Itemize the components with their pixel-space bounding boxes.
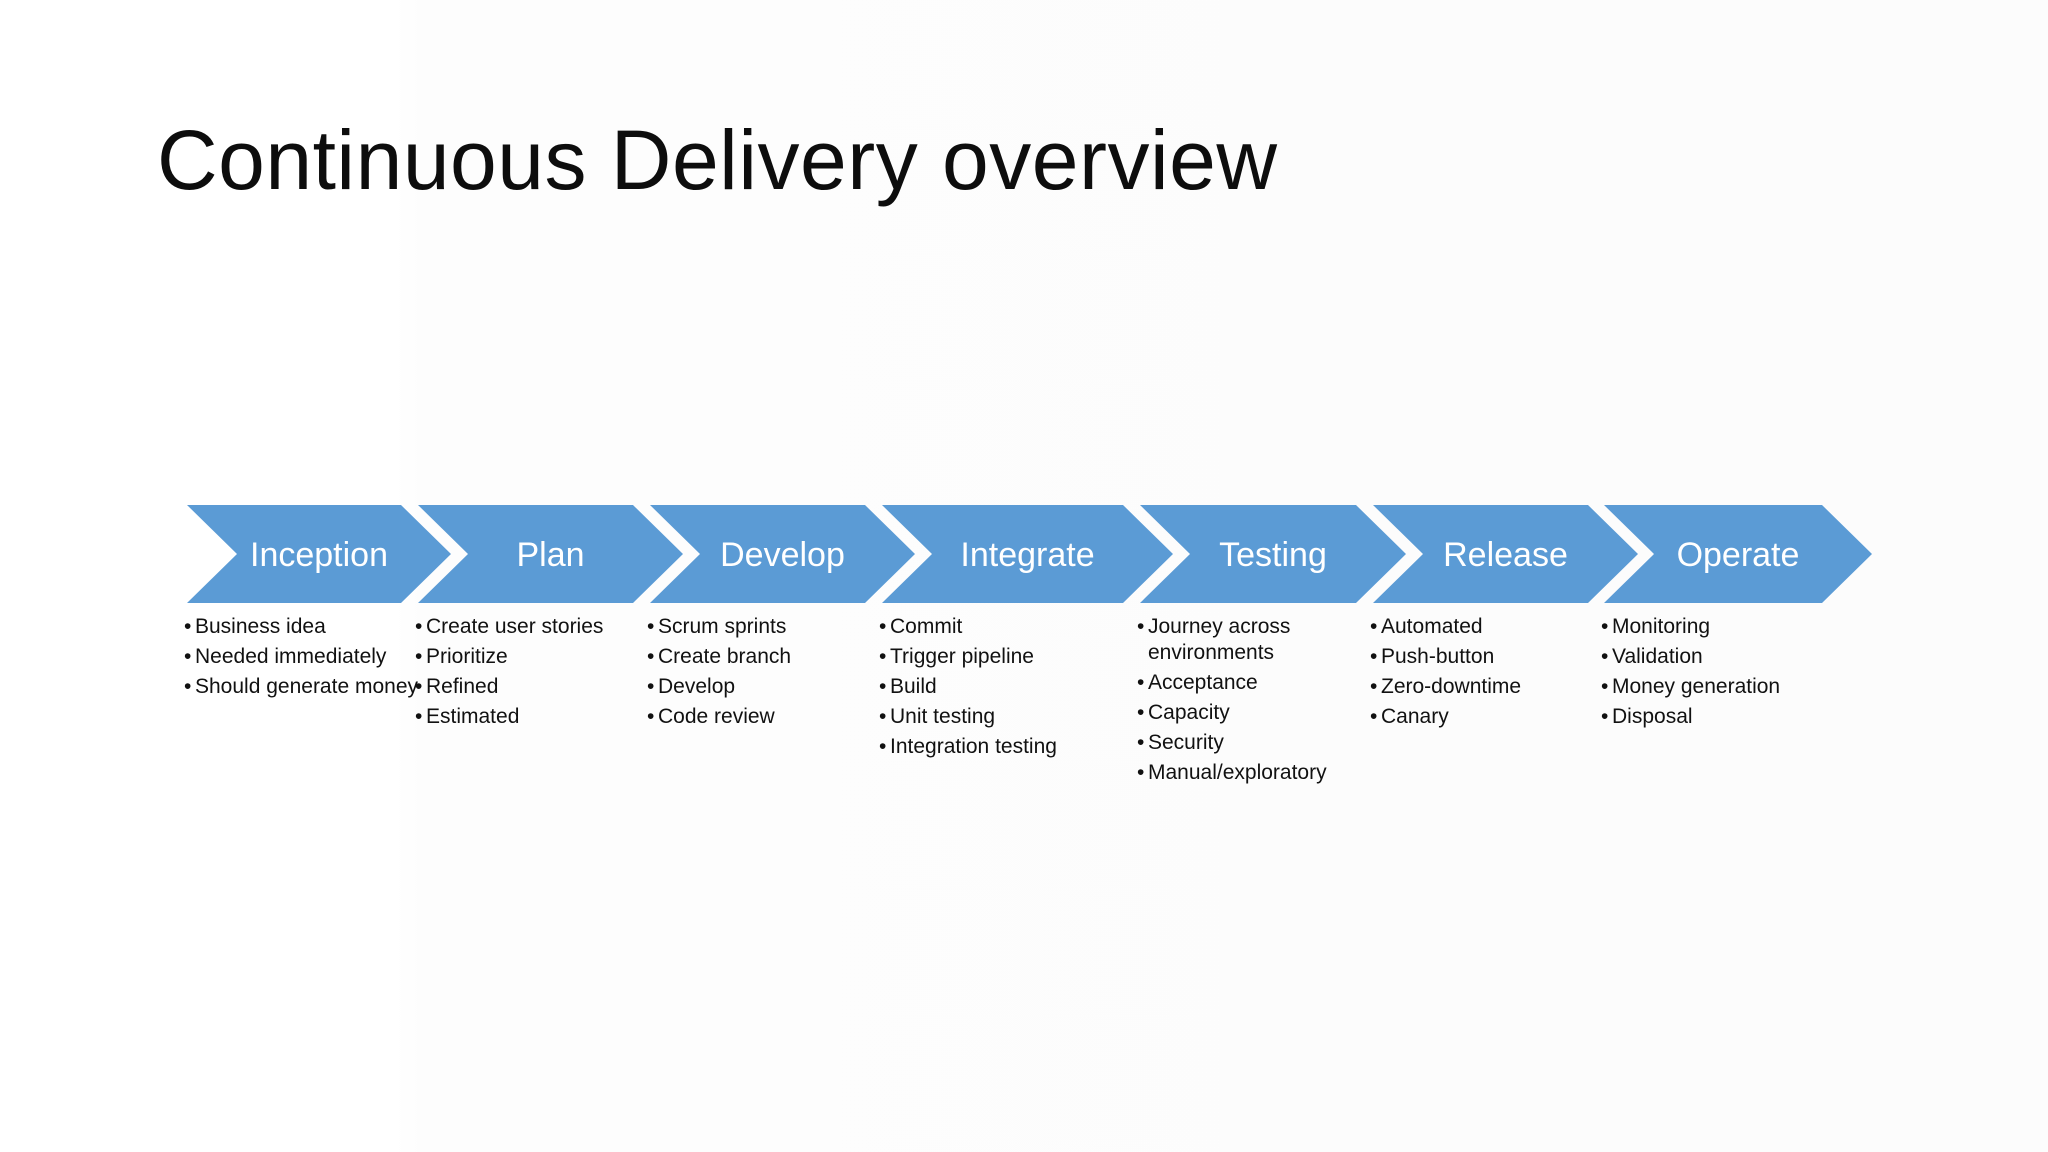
chevron-integrate [882,505,1173,603]
stage-label-integrate: Integrate [960,536,1094,574]
bullet-item: Create user stories [415,614,650,640]
bullet-item: Prioritize [415,644,650,670]
bullet-item: Journey across environments [1137,614,1373,666]
stage-label-plan: Plan [516,536,584,574]
bullet-item: Commit [879,614,1140,640]
bullet-item: Trigger pipeline [879,644,1140,670]
bullet-item: Zero-downtime [1370,674,1605,700]
bullet-item: Security [1137,730,1373,756]
bullet-item: Disposal [1601,704,1839,730]
bullet-item: Integration testing [879,734,1140,760]
stage-label-operate: Operate [1677,536,1800,574]
bullet-list-integrate: CommitTrigger pipelineBuildUnit testingI… [879,614,1140,764]
bullet-item: Capacity [1137,700,1373,726]
slide-title: Continuous Delivery overview [157,113,1278,207]
bullet-item: Refined [415,674,650,700]
bullet-list-develop: Scrum sprintsCreate branchDevelopCode re… [647,614,882,734]
chevron-release [1373,505,1638,603]
bullet-item: Canary [1370,704,1605,730]
bullet-item: Business idea [184,614,418,640]
chevron-operate [1604,505,1872,603]
stage-label-develop: Develop [720,536,845,574]
bullet-item: Money generation [1601,674,1839,700]
bullet-list-release: AutomatedPush-buttonZero-downtimeCanary [1370,614,1605,734]
bullet-item: Scrum sprints [647,614,882,640]
bullet-item: Code review [647,704,882,730]
bullet-list-operate: MonitoringValidationMoney generationDisp… [1601,614,1839,734]
chevron-develop [650,505,915,603]
bullet-item: Create branch [647,644,882,670]
stage-label-testing: Testing [1219,536,1327,574]
bullet-item: Acceptance [1137,670,1373,696]
chevron-inception [187,505,451,603]
chevron-testing [1140,505,1406,603]
bullet-item: Manual/exploratory [1137,760,1373,786]
bullet-item: Push-button [1370,644,1605,670]
stage-label-release: Release [1443,536,1568,574]
bullet-item: Develop [647,674,882,700]
bullet-item: Unit testing [879,704,1140,730]
bullet-item: Monitoring [1601,614,1839,640]
bullet-list-inception: Business ideaNeeded immediatelyShould ge… [184,614,418,704]
bullet-item: Build [879,674,1140,700]
bullet-item: Should generate money [184,674,418,700]
chevron-plan [418,505,683,603]
bullet-item: Validation [1601,644,1839,670]
stage-label-inception: Inception [250,536,388,574]
bullet-item: Needed immediately [184,644,418,670]
bullet-item: Estimated [415,704,650,730]
bullet-list-plan: Create user storiesPrioritizeRefinedEsti… [415,614,650,734]
bullet-item: Automated [1370,614,1605,640]
bullet-list-testing: Journey across environmentsAcceptanceCap… [1137,614,1373,790]
